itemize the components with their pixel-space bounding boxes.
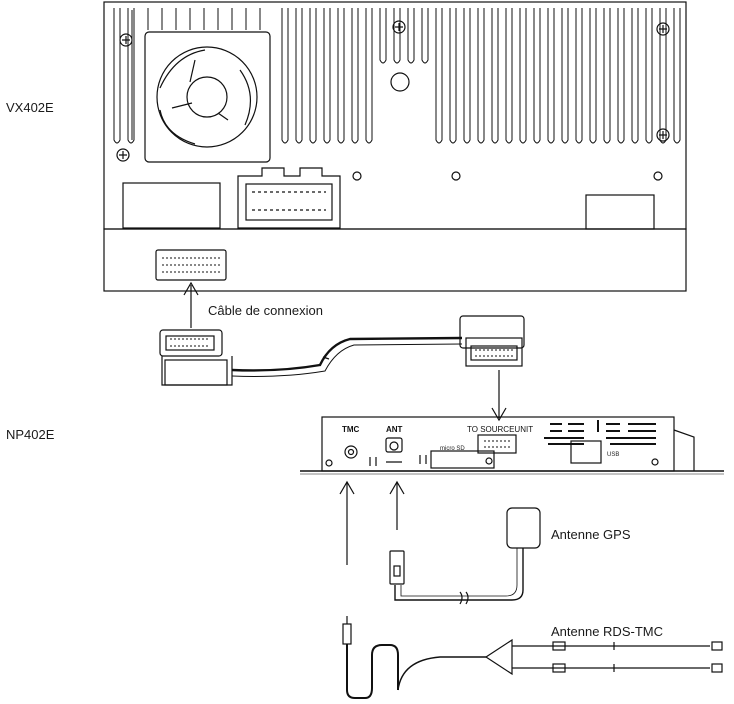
connection-cable (159, 315, 525, 386)
arrow-down-icon (491, 370, 507, 422)
iso-connector (237, 167, 341, 229)
usb-label: USB (607, 452, 619, 458)
screw-icon (116, 20, 670, 181)
navigation-unit (300, 416, 724, 475)
gps-antenna-label: Antenne GPS (551, 527, 631, 542)
rds-tmc-antenna-label: Antenne RDS-TMC (551, 624, 663, 639)
heatsink-fins (113, 8, 681, 144)
head-unit-rear (103, 1, 687, 292)
nav-unit-label: NP402E (6, 427, 55, 442)
cable-label: Câble de connexion (208, 303, 323, 318)
head-unit-socket (155, 249, 227, 281)
arrow-up-icon (183, 281, 199, 328)
arrow-up-icon (339, 480, 405, 565)
micro-sd-label: micro SD (440, 446, 465, 452)
head-unit-label: VX402E (6, 100, 54, 115)
tmc-port-label: TMC (342, 425, 360, 434)
ant-port-label: ANT (386, 425, 403, 434)
source-port-label: TO SOURCEUNIT (467, 425, 533, 434)
rds-tmc-antenna (342, 616, 723, 699)
gps-antenna (389, 507, 541, 605)
